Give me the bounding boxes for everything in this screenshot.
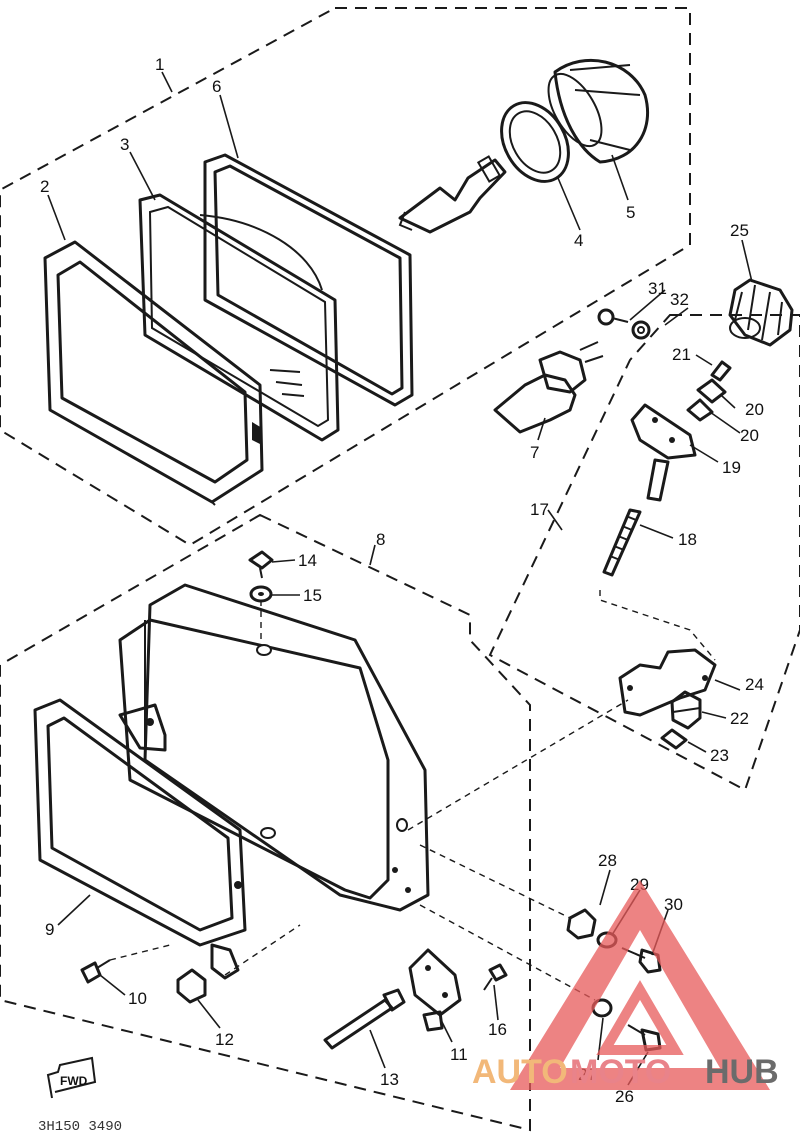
callout-13: 13 (380, 1070, 399, 1089)
callout-18: 18 (678, 530, 697, 549)
link-line-screw-bracket (599, 590, 716, 661)
link-line-body-27 (419, 904, 596, 1001)
watermark-logo (510, 880, 770, 1090)
callout-31: 31 (648, 279, 667, 298)
callout-24: 24 (745, 675, 764, 694)
bulb (493, 341, 604, 434)
headlight-rim (43, 240, 264, 506)
screw-14 (248, 550, 274, 579)
lens-unit (138, 193, 340, 442)
callout-2: 2 (40, 177, 49, 196)
adjuster-bracket-lower (618, 648, 717, 717)
callout-22: 22 (730, 709, 749, 728)
callout-25: 25 (730, 221, 749, 240)
callout-16: 16 (488, 1020, 507, 1039)
callout-12: 12 (215, 1030, 234, 1049)
gasket-frame (203, 153, 414, 407)
mounting-bracket-11 (408, 948, 462, 1032)
washer-20-upper (696, 378, 727, 404)
headlight-case (33, 698, 247, 980)
adjusting-screw (602, 508, 642, 577)
bolt-16 (483, 963, 508, 991)
headlight-unit-group-outline (0, 7, 691, 547)
link-line-10-case (109, 944, 171, 961)
link-line-body-28 (419, 844, 571, 919)
watermark-auto: AUTO (472, 1053, 568, 1091)
washer-20-lower (686, 398, 714, 422)
collar-12 (176, 968, 207, 1004)
callout-11: 11 (450, 1045, 468, 1064)
screw-31 (597, 308, 629, 326)
collar-28 (566, 908, 597, 940)
callout-5: 5 (626, 203, 635, 222)
fwd-label: FWD (60, 1074, 88, 1088)
adjuster-group-outline (488, 314, 800, 792)
callout-6: 6 (212, 77, 221, 96)
callout-26: 26 (615, 1087, 634, 1106)
dust-cover (547, 58, 650, 164)
adjuster-bracket-stem (646, 458, 670, 502)
callout-23: 23 (710, 746, 729, 765)
bolt-13 (323, 988, 406, 1050)
callout-3: 3 (120, 135, 129, 154)
callout-20-lower: 20 (740, 426, 759, 445)
adjuster-bracket-upper (630, 403, 697, 460)
callout-30: 30 (664, 895, 683, 914)
callout-32: 32 (670, 290, 689, 309)
grommet-22 (670, 690, 702, 730)
callout-20-upper: 20 (745, 400, 764, 419)
callout-1: 1 (155, 55, 164, 74)
callout-8: 8 (376, 530, 385, 549)
watermark-moto: MOTO (570, 1053, 671, 1091)
link-line-case-bolt (224, 924, 301, 976)
drawing-code: 3H150 3490 (38, 1119, 122, 1135)
callout-10: 10 (128, 989, 147, 1008)
callout-15: 15 (303, 586, 322, 605)
watermark-triangle (510, 880, 770, 1090)
nut-23 (660, 728, 688, 750)
washer-15 (249, 585, 273, 603)
headlight-body (118, 583, 430, 912)
callout-19: 19 (722, 458, 741, 477)
washer-32 (631, 320, 651, 340)
watermark-text: AUTO MOTO HUB (472, 1053, 779, 1091)
headlight-bulb (398, 155, 507, 234)
link-line-body-adjuster (407, 699, 629, 831)
callout-4: 4 (574, 231, 583, 250)
callout-7: 7 (530, 443, 539, 462)
callout-21: 21 (672, 345, 691, 364)
screw-21 (710, 360, 732, 382)
bulb-holder-ring (500, 101, 570, 183)
adjusting-knob (728, 278, 794, 347)
watermark-hub: HUB (705, 1053, 779, 1091)
callout-28: 28 (598, 851, 617, 870)
callout-14: 14 (298, 551, 317, 570)
forward-direction-marker: FWD (46, 1056, 97, 1099)
callout-9: 9 (45, 920, 54, 939)
callout-17: 17 (530, 500, 549, 519)
